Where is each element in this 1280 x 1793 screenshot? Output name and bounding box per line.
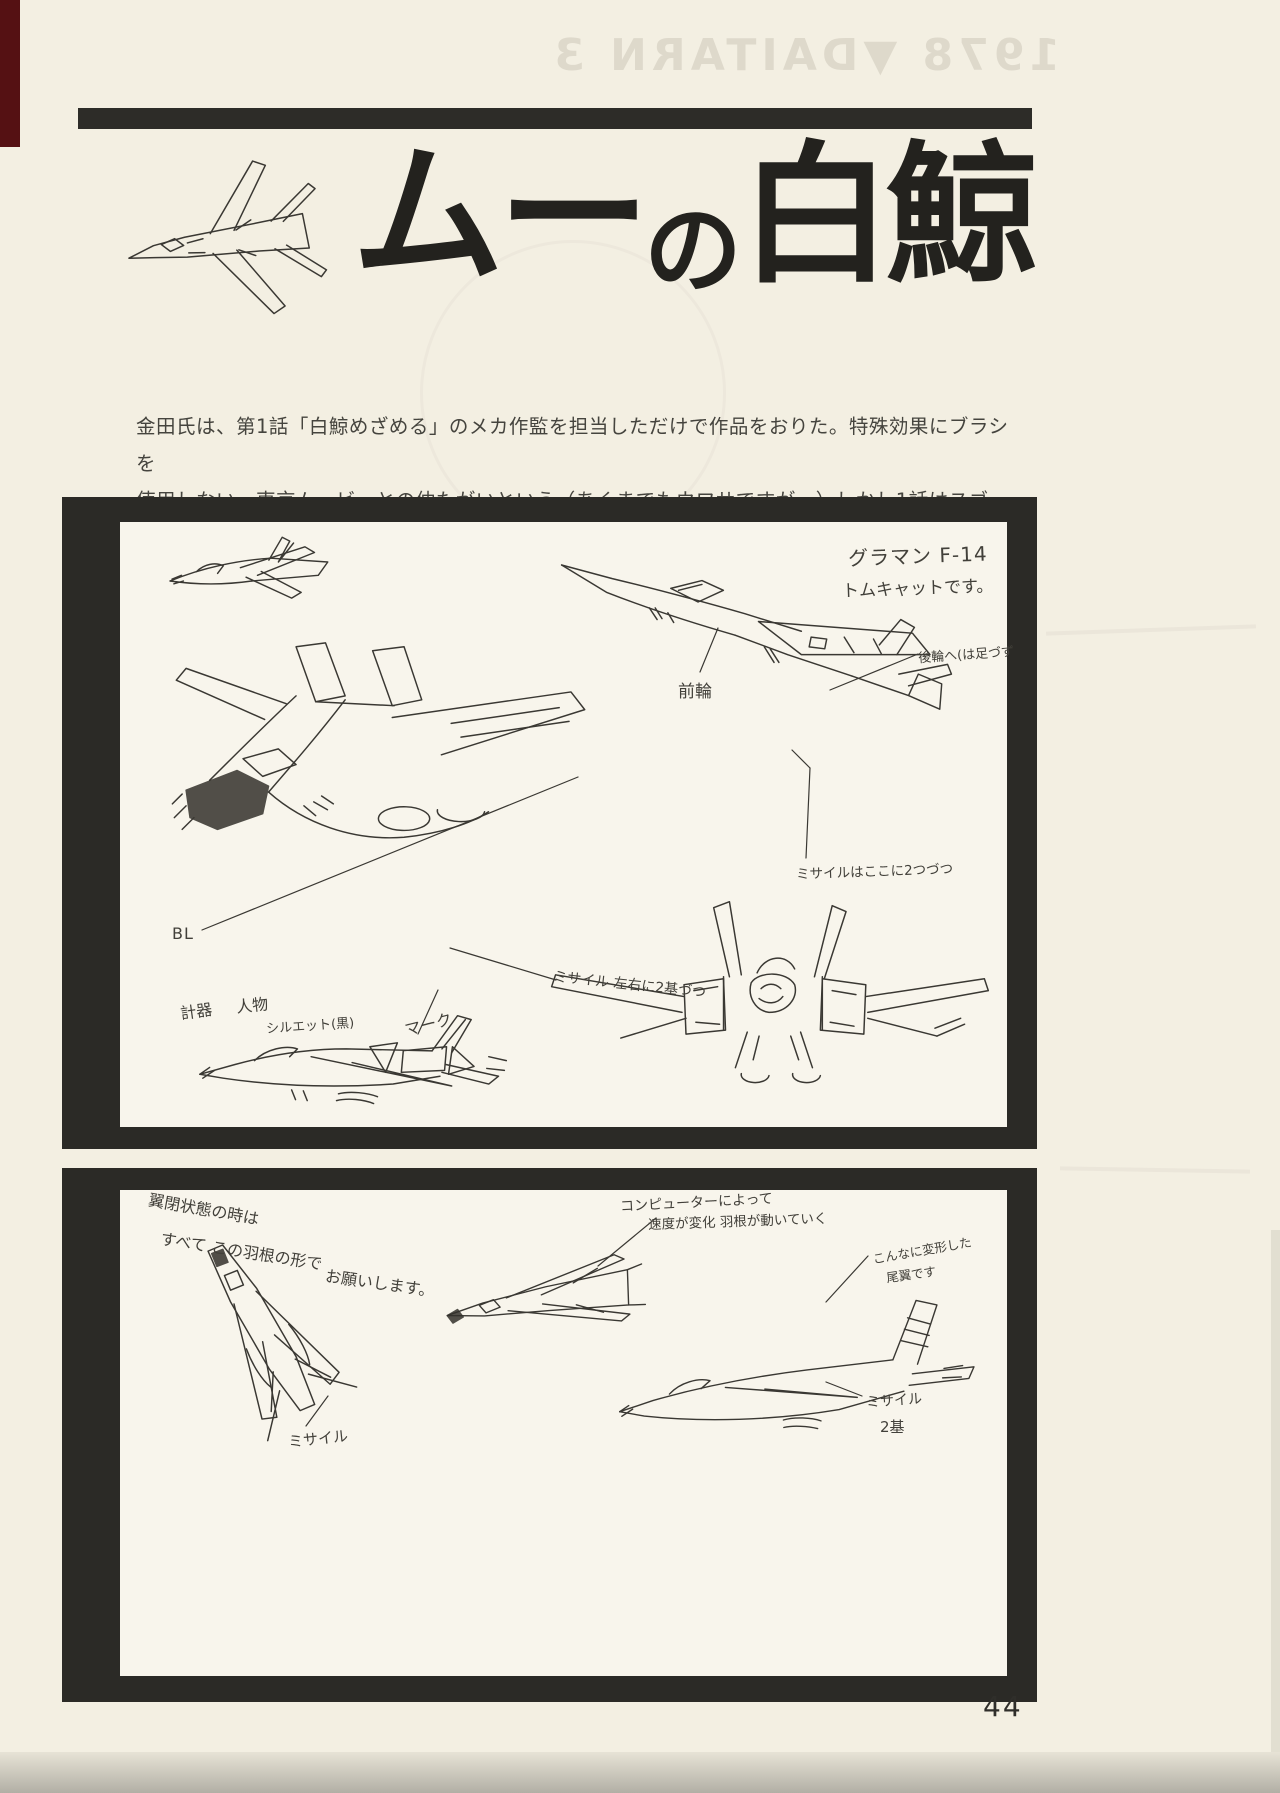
spine-red-strip bbox=[0, 0, 20, 147]
page-right-edge bbox=[1271, 1230, 1280, 1752]
f14-swept-top-view-sketch bbox=[207, 1244, 358, 1442]
annotation-missile-count: 2基 bbox=[880, 1418, 905, 1436]
annotation-tomcat: トムキャットです。 bbox=[841, 576, 994, 602]
intro-line-1: 金田氏は、第1話「白鯨めざめる」のメカ作監を担当しただけで作品をおりた。特殊効果… bbox=[136, 415, 1009, 475]
annotation-instruments: 計器 bbox=[179, 999, 214, 1024]
insignia-marks-sketch bbox=[369, 1042, 475, 1076]
logo-text: 白鯨 bbox=[740, 127, 1038, 304]
annotation-grumman-f14: グラマン F-14 bbox=[847, 541, 988, 571]
f14-underside-view-sketch bbox=[560, 564, 953, 710]
annotation-missile-right: ミサイル bbox=[865, 1391, 923, 1411]
annotation-front-gear: 前輪 bbox=[678, 682, 712, 702]
logo-text: ムー bbox=[352, 127, 650, 304]
logo-text: の bbox=[644, 194, 742, 308]
pointer-lines bbox=[305, 1217, 869, 1427]
page-title-logo: ムー の 白鯨 bbox=[352, 127, 1038, 308]
sketch-box-main: グラマン F-14 トムキャットです。 後輪へ(は足づず 前輪 ミサイルはここに… bbox=[62, 497, 1037, 1149]
annotation-figure: 人物 bbox=[235, 994, 270, 1017]
bleed-through-text: 1978 ▼DAITARN 3 bbox=[549, 30, 1060, 81]
f14-small-flying-sketch bbox=[169, 536, 329, 599]
top-rule-bar bbox=[78, 108, 1032, 129]
f14-side-profile-sketch bbox=[618, 1299, 975, 1430]
f14-front-view-sketch bbox=[550, 900, 990, 1084]
annotation-bl: BL bbox=[172, 924, 194, 943]
f14-rear-top-view-sketch bbox=[171, 642, 586, 839]
bleed-through-line bbox=[1059, 1166, 1251, 1174]
pointer-lines bbox=[201, 627, 919, 1035]
bleed-through-line bbox=[1045, 624, 1257, 636]
f14-top-view-sketch bbox=[128, 160, 328, 315]
sketch-box-bottom: 翼閉状態の時は すべて この羽根の形で お願いします。 コンピューターによって … bbox=[62, 1168, 1037, 1702]
page-bottom-edge bbox=[0, 1752, 1280, 1793]
page-number: 44 bbox=[983, 1690, 1023, 1723]
f14-swept-plan-sketch bbox=[446, 1254, 647, 1324]
f14-side-view-sketch bbox=[199, 1014, 508, 1105]
